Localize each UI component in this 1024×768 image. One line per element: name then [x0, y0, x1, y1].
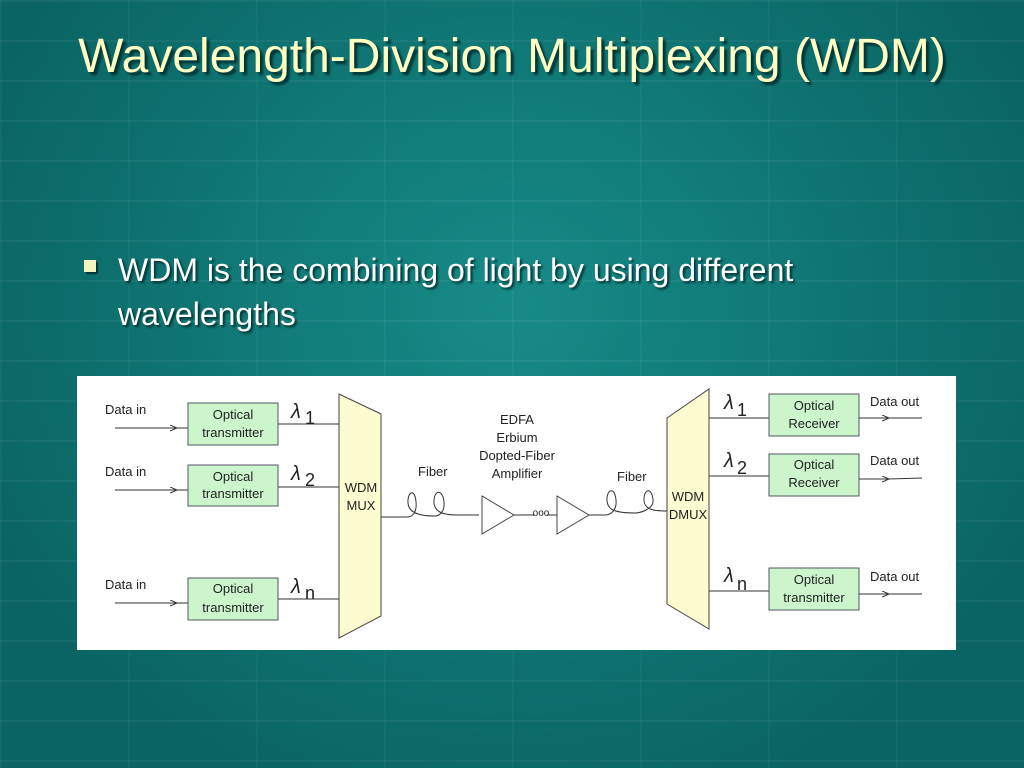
output-row-2: λ 2 Optical Receiver Data out [709, 450, 923, 497]
optical-transmitter-box [187, 402, 279, 446]
box-line1: Optical [213, 407, 254, 422]
mux-label-line1: WDM [345, 480, 378, 495]
wdm-diagram-svg: Data in Optical transmitter λ 1 Data in … [105, 388, 923, 639]
lambda-symbol: λ [723, 392, 734, 414]
data-out-label: Data out [870, 569, 920, 584]
data-in-label: Data in [105, 577, 146, 592]
slide-title: Wavelength-Division Multiplexing (WDM) [78, 30, 946, 83]
output-row-1: λ 1 Optical Receiver Data out [709, 392, 922, 437]
box-line1: Optical [794, 572, 835, 587]
optical-transmitter-box [768, 567, 860, 611]
lambda-subscript: n [737, 574, 747, 594]
fiber-label: Fiber [418, 464, 448, 479]
box-line1: Optical [213, 469, 254, 484]
edfa-line4: Amplifier [492, 466, 543, 481]
data-in-label: Data in [105, 464, 146, 479]
lambda-symbol: λ [723, 450, 734, 472]
dmux-label-line2: DMUX [669, 507, 708, 522]
lambda-subscript: 2 [305, 470, 315, 490]
dmux-trapezoid [666, 388, 710, 630]
fiber-coil-left [381, 491, 479, 518]
box-line1: Optical [794, 457, 835, 472]
amplifier-triangle-left [481, 495, 515, 535]
box-line2: transmitter [783, 590, 845, 605]
fiber-left: Fiber [381, 464, 479, 518]
lambda-subscript: 2 [737, 458, 747, 478]
output-line [888, 477, 923, 480]
lambda-symbol: λ [290, 401, 301, 423]
box-line2: transmitter [202, 600, 264, 615]
box-line1: Optical [794, 398, 835, 413]
data-out-label: Data out [870, 394, 920, 409]
fiber-coil-right [589, 490, 668, 516]
lambda-symbol: λ [290, 463, 301, 485]
output-row-n: λ n Optical transmitter Data out [709, 565, 922, 611]
bullet-text: WDM is the combining of light by using d… [118, 252, 794, 332]
amp-ellipsis: ooo [533, 508, 550, 519]
box-line2: Receiver [788, 475, 840, 490]
data-in-label: Data in [105, 402, 146, 417]
edfa-line1: EDFA [500, 412, 534, 427]
edfa-line3: Dopted-Fiber [479, 448, 556, 463]
lambda-subscript: 1 [305, 408, 315, 428]
box-line2: Receiver [788, 416, 840, 431]
lambda-subscript: 1 [737, 400, 747, 420]
optical-receiver-box [768, 453, 860, 497]
lambda-symbol: λ [723, 565, 734, 587]
input-row-n: Data in Optical transmitter λ n [105, 576, 339, 621]
optical-transmitter-box [187, 577, 279, 621]
amplifier-triangle-right [556, 495, 590, 535]
edfa-amplifier: EDFA Erbium Dopted-Fiber Amplifier ooo [479, 412, 590, 535]
wdm-mux: WDM MUX [338, 393, 382, 639]
optical-transmitter-box [187, 464, 279, 507]
lambda-symbol: λ [290, 576, 301, 598]
input-row-2: Data in Optical transmitter λ 2 [105, 463, 339, 507]
input-row-1: Data in Optical transmitter λ 1 [105, 401, 339, 446]
fiber-right: Fiber [589, 469, 668, 516]
data-out-label: Data out [870, 453, 920, 468]
box-line1: Optical [213, 581, 254, 596]
box-line2: transmitter [202, 425, 264, 440]
dmux-label-line1: WDM [672, 489, 705, 504]
mux-trapezoid [338, 393, 382, 639]
fiber-label: Fiber [617, 469, 647, 484]
wdm-diagram: Data in Optical transmitter λ 1 Data in … [77, 376, 956, 650]
bullet-marker [84, 260, 96, 272]
box-line2: transmitter [202, 486, 264, 501]
optical-receiver-box [768, 393, 860, 437]
lambda-subscript: n [305, 583, 315, 603]
wdm-dmux: WDM DMUX [666, 388, 710, 630]
mux-label-line2: MUX [347, 498, 376, 513]
edfa-line2: Erbium [496, 430, 537, 445]
